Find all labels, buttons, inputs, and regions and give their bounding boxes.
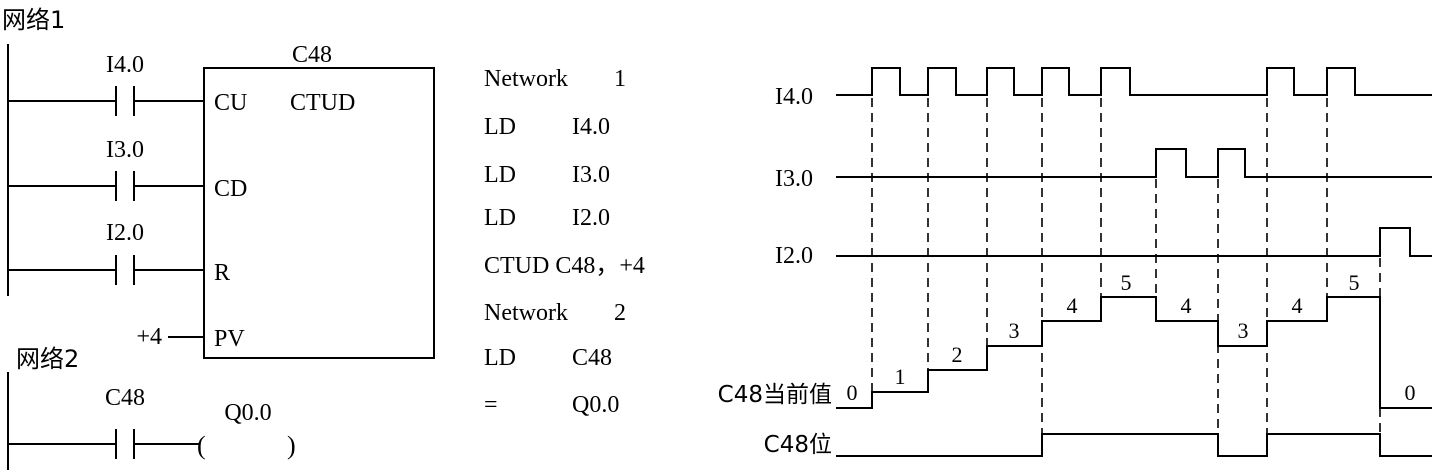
stl-op: LD — [484, 205, 516, 231]
stl-line: = Q0.0 — [484, 392, 619, 418]
stl-op: LD — [484, 114, 516, 140]
stl-op: Network — [484, 300, 568, 326]
n2-contact-label: C48 — [105, 385, 145, 411]
stl-arg: Q0.0 — [572, 392, 619, 418]
counter-name: C48 — [292, 42, 332, 68]
signal-label-i2: I2.0 — [775, 243, 813, 269]
signal-label-i3: I3.0 — [775, 166, 813, 192]
stl-op: CTUD C48，+4 — [484, 253, 645, 279]
count-label: 0 — [1405, 380, 1416, 405]
count-label: 4 — [1067, 293, 1078, 318]
waveform-bit — [836, 433, 1432, 457]
stl-arg: I4.0 — [572, 114, 610, 140]
signal-label-count: C48当前值 — [718, 382, 832, 408]
stl-line: LD C48 — [484, 345, 612, 371]
count-label: 2 — [952, 342, 963, 367]
rung-network2: C48 ( ) Q0.0 — [8, 385, 296, 460]
count-label: 1 — [895, 364, 906, 389]
timing-diagram: I4.0 I3.0 I2.0 C48当前值 C48位 — [718, 67, 1432, 458]
edge-markers — [871, 68, 1381, 456]
stl-op: LD — [484, 345, 516, 371]
coil-open: ( — [197, 431, 206, 460]
input-pv: PV — [214, 326, 245, 352]
count-label: 5 — [1121, 270, 1132, 295]
input-r: R — [214, 260, 230, 286]
waveform-i4 — [836, 67, 1432, 96]
count-label: 5 — [1349, 270, 1360, 295]
waveform-count — [836, 296, 1432, 409]
count-label: 4 — [1292, 293, 1303, 318]
stl-arg: 2 — [614, 300, 626, 326]
waveform-i2 — [836, 227, 1432, 257]
stl-op: Network — [484, 66, 568, 92]
contact-label-i4: I4.0 — [106, 52, 144, 78]
input-cu: CU — [214, 90, 247, 116]
stl-op: LD — [484, 162, 516, 188]
count-label: 0 — [847, 380, 858, 405]
rung-cu: I4.0 — [8, 52, 204, 116]
preset-value: +4 — [136, 324, 162, 350]
counter-box: C48 CTUD CU CD R PV — [203, 42, 435, 359]
waveform-i3 — [836, 148, 1432, 178]
coil-label: Q0.0 — [224, 400, 271, 426]
stl-arg: I3.0 — [572, 162, 610, 188]
stl-line: LD I3.0 — [484, 162, 610, 188]
stl-arg: C48 — [572, 345, 612, 371]
stl-op: = — [484, 392, 498, 418]
stl-listing: Network 1 LD I4.0 LD I3.0 LD I2.0 CTUD C… — [484, 66, 645, 418]
ladder-diagram: 网络1 网络2 I4.0 I3.0 I2.0 — [2, 6, 435, 470]
counter-block — [203, 67, 435, 359]
stl-line: Network 1 — [484, 66, 626, 92]
stl-arg: I2.0 — [572, 205, 610, 231]
signal-label-i4: I4.0 — [775, 84, 813, 110]
count-label: 3 — [1009, 318, 1020, 343]
network1-label: 网络1 — [2, 6, 65, 34]
stl-line: LD I2.0 — [484, 205, 610, 231]
rung-pv: +4 — [136, 324, 204, 350]
coil-close: ) — [287, 431, 296, 460]
count-value-labels: 0 1 2 3 4 5 4 3 4 5 0 — [847, 270, 1416, 405]
input-cd: CD — [214, 176, 247, 202]
counter-type: CTUD — [290, 90, 355, 116]
stl-line: LD I4.0 — [484, 114, 610, 140]
stl-line: CTUD C48，+4 — [484, 253, 645, 279]
count-label: 3 — [1238, 318, 1249, 343]
stl-line: Network 2 — [484, 300, 626, 326]
network2-label: 网络2 — [16, 345, 79, 373]
contact-label-i2: I2.0 — [106, 220, 144, 246]
rung-r: I2.0 — [8, 220, 204, 285]
rung-cd: I3.0 — [8, 137, 204, 201]
contact-label-i3: I3.0 — [106, 137, 144, 163]
count-label: 4 — [1181, 293, 1192, 318]
stl-arg: 1 — [614, 66, 626, 92]
signal-label-bit: C48位 — [764, 432, 832, 458]
